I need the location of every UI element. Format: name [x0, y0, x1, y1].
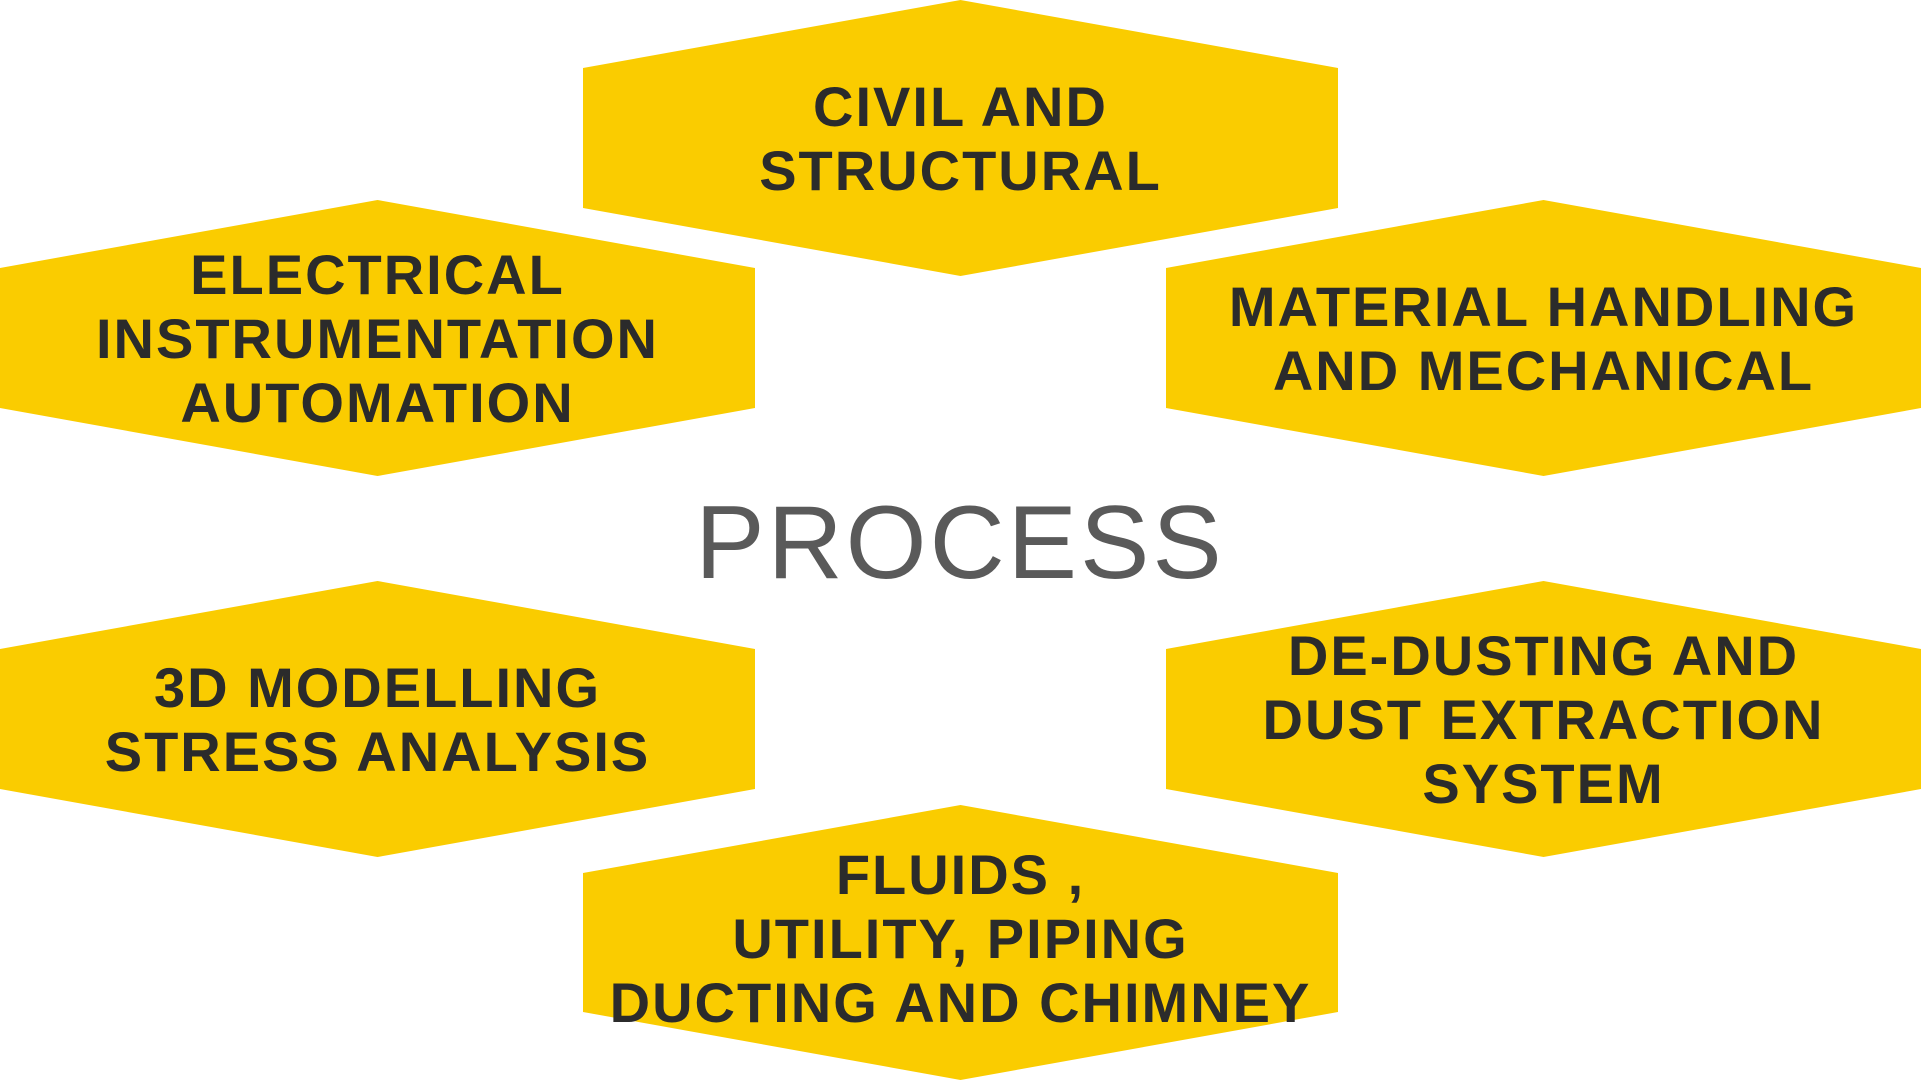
center-process-label: PROCESS [695, 485, 1225, 601]
hexagon-label-line: FLUIDS , [836, 843, 1085, 906]
hexagon-label-line: ELECTRICAL [190, 243, 565, 306]
hexagon-label-line: MATERIAL HANDLING [1229, 275, 1858, 338]
hexagon-label-line: AND MECHANICAL [1273, 339, 1814, 402]
hexagon-label-line: STRESS ANALYSIS [105, 720, 651, 783]
hexagon-shape [583, 0, 1338, 276]
hexagon-shape [1166, 581, 1921, 857]
hexagon-label-line: UTILITY, PIPING [732, 907, 1188, 970]
hexagon-label-line: DE-DUSTING AND [1288, 624, 1799, 687]
hexagon-shape [0, 200, 755, 476]
hexagon-label-line: DUCTING AND CHIMNEY [610, 971, 1312, 1034]
hexagon-label-line: INSTRUMENTATION [96, 307, 659, 370]
hexagon-label-line: CIVIL AND [813, 75, 1108, 138]
hexagon-shape [583, 805, 1338, 1080]
hexagon-shape [0, 581, 755, 857]
hexagon-label-line: 3D MODELLING [154, 656, 601, 719]
hexagon-label-line: SYSTEM [1422, 752, 1664, 815]
hexagon-label-line: STRUCTURAL [759, 139, 1162, 202]
hexagon-label-line: DUST EXTRACTION [1263, 688, 1825, 751]
hexagon-label-line: AUTOMATION [180, 371, 574, 434]
hexagon-shape [1166, 200, 1921, 476]
